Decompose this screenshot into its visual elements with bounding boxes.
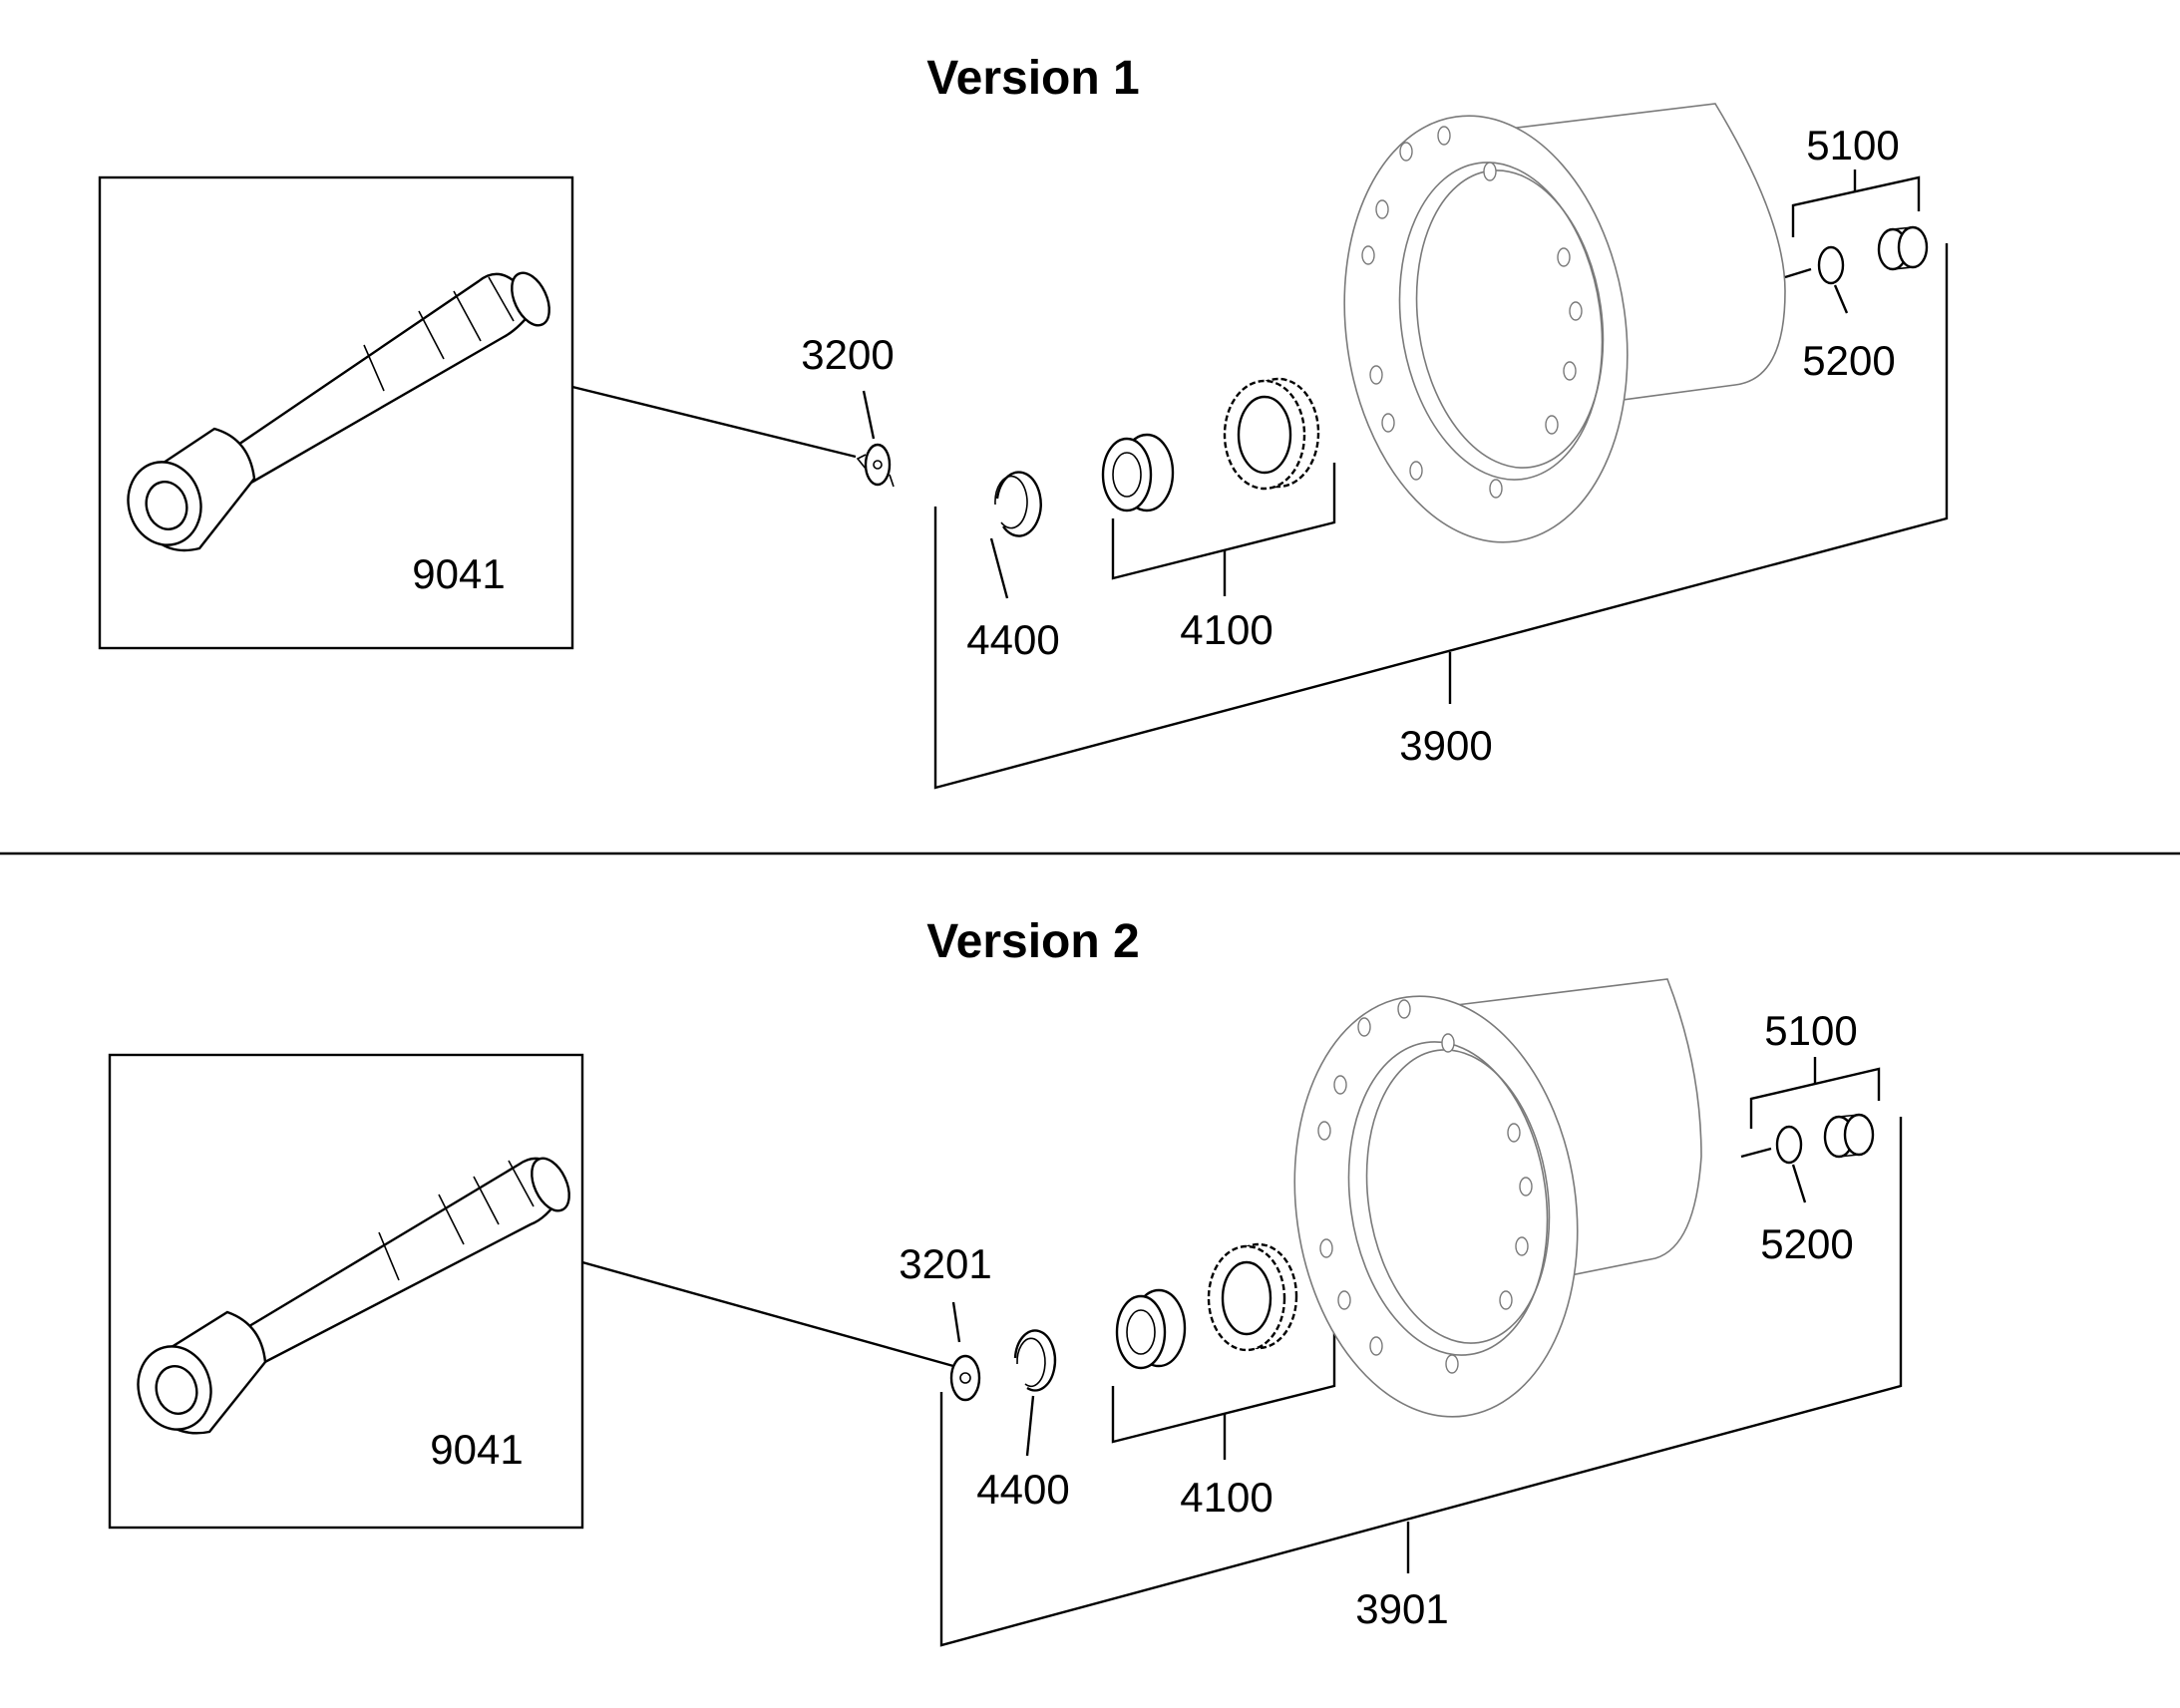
shaft-tool-drawing	[137, 1157, 570, 1435]
plug-set-5100: 5100 5200	[1784, 122, 1929, 384]
tool-label: 9041	[430, 1426, 523, 1473]
version-1-panel: Version 1 9041 3200	[98, 52, 1949, 790]
snap-ring-label: 4400	[976, 1466, 1069, 1513]
plug-set-5100: 5100 5200	[1740, 1007, 1881, 1267]
bearing-set-4100: 4100	[1111, 1242, 1336, 1521]
washer-3200: 3200	[801, 331, 895, 488]
bearing-set-4100: 4100	[1101, 377, 1336, 653]
snap-ring-label: 4400	[966, 616, 1059, 663]
spur-gear	[1207, 1242, 1298, 1352]
housing-3901: 3901	[939, 978, 1903, 1647]
plug-set-label: 5100	[1764, 1007, 1857, 1054]
tool-label: 9041	[412, 550, 505, 597]
washer-label: 3200	[801, 331, 894, 378]
snap-ring-4400: 4400	[976, 1329, 1070, 1513]
flange-holes	[1361, 126, 1583, 499]
tool-9041-box: 9041	[98, 175, 574, 650]
version-2-title: Version 2	[926, 915, 1139, 968]
housing-3900: 3900	[933, 103, 1949, 790]
needle-bearing	[1115, 1288, 1187, 1370]
snap-ring-4400: 4400	[966, 471, 1060, 663]
washer-3201: 3201	[899, 1240, 992, 1402]
version-2-panel: Version 2 9041 3201	[108, 915, 1903, 1647]
bearing-set-label: 4100	[1180, 606, 1272, 653]
tool-9041-box: 9041	[108, 1053, 584, 1530]
housing-label: 3900	[1399, 722, 1492, 769]
needle-bearing	[1101, 433, 1175, 512]
bearing-set-label: 4100	[1180, 1474, 1272, 1521]
plug-set-label: 5100	[1806, 122, 1899, 169]
shaft-tool-drawing	[127, 271, 550, 552]
o-ring-label: 5200	[1760, 1220, 1853, 1267]
spur-gear	[1223, 377, 1320, 491]
washer-label: 3201	[899, 1240, 991, 1287]
o-ring-label: 5200	[1802, 337, 1895, 384]
version-1-title: Version 1	[926, 52, 1139, 105]
housing-label: 3901	[1355, 1585, 1448, 1632]
flange-holes	[1317, 999, 1533, 1374]
